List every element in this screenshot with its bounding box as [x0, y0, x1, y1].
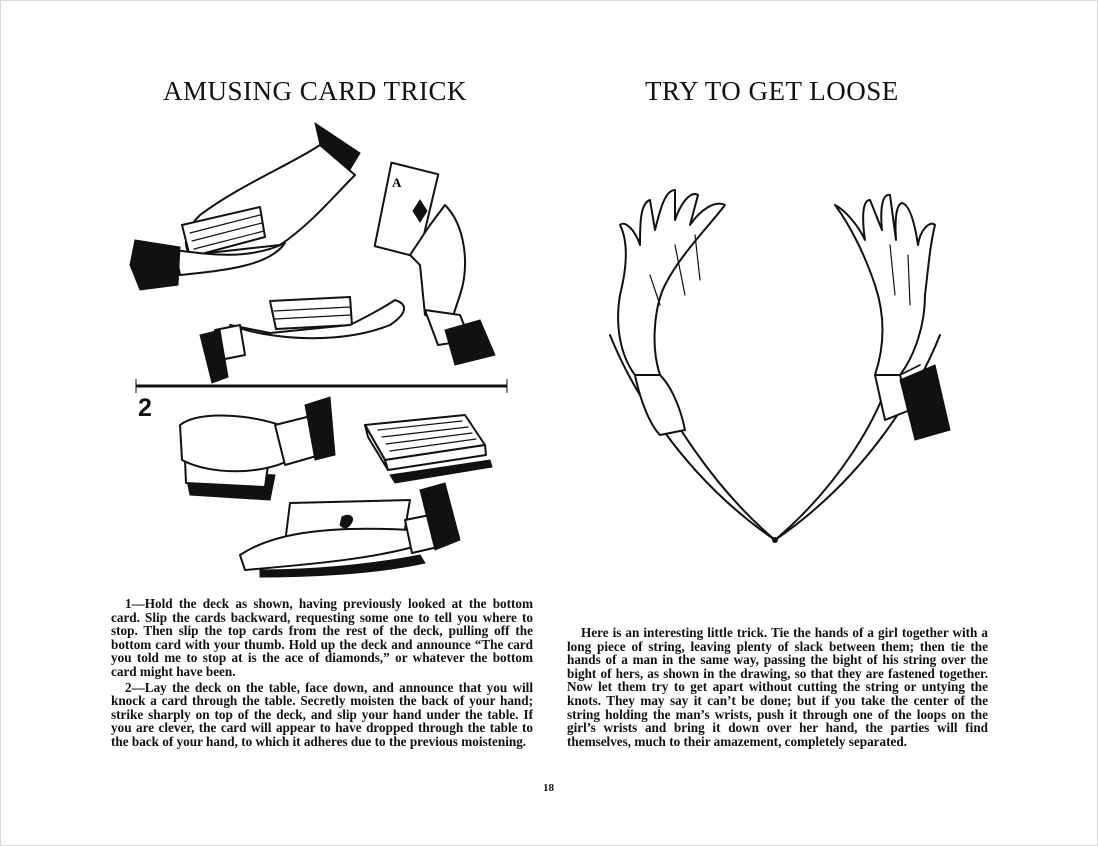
ace-of-diamonds-icon — [412, 199, 428, 223]
tied-hands-illustration — [609, 189, 951, 543]
figure-number: 2 — [138, 394, 152, 422]
left-paragraph-1: 1—Hold the deck as shown, having previou… — [111, 596, 533, 679]
left-title: AMUSING CARD TRICK — [163, 76, 468, 106]
card-deck-icon — [364, 414, 493, 484]
right-paragraph: Here is an interesting little trick. Tie… — [567, 625, 988, 749]
hand-holding-card-icon: A — [373, 161, 496, 366]
card-trick-illustration: A — [129, 121, 508, 578]
right-title: TRY TO GET LOOSE — [645, 76, 899, 106]
svg-text:A: A — [392, 175, 402, 190]
right-text-block: Here is an interesting little trick. Tie… — [567, 626, 988, 748]
right-hands-icon — [834, 193, 951, 441]
left-text-block: 1—Hold the deck as shown, having previou… — [111, 597, 533, 749]
left-hands-icon — [617, 189, 726, 436]
left-paragraph-2: 2—Lay the deck on the table, face down, … — [111, 679, 533, 749]
page-number: 18 — [543, 782, 554, 794]
hand-holding-deck-icon — [129, 121, 361, 291]
fist-on-deck-icon — [179, 396, 336, 501]
hand-with-card-icon — [239, 482, 461, 578]
hand-with-deck-icon — [199, 296, 405, 384]
